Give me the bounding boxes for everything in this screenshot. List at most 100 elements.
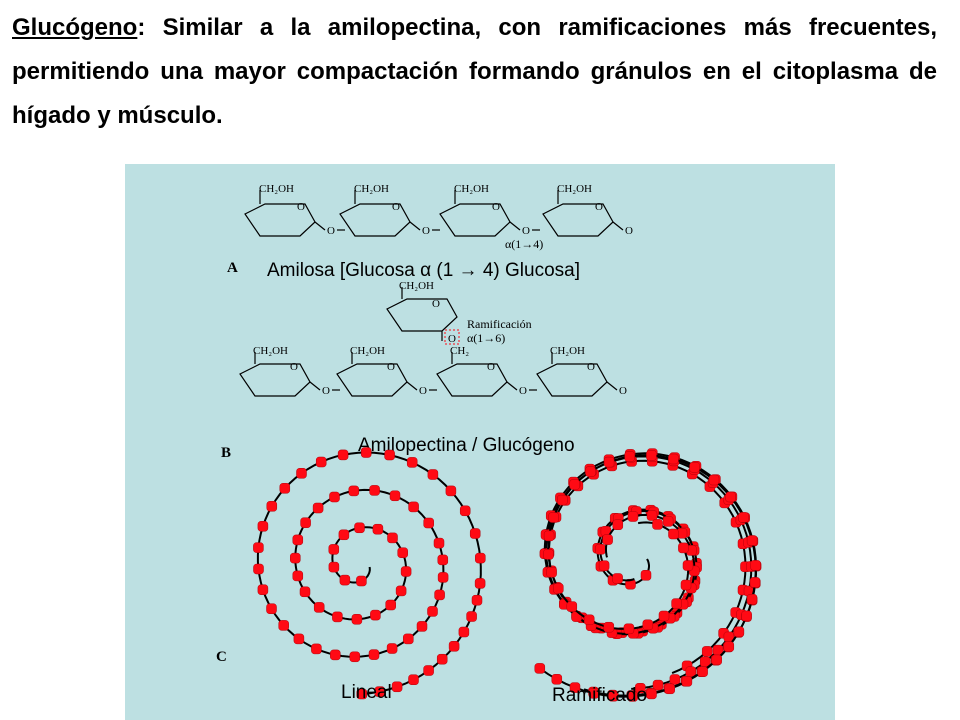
- glucose-unit: [749, 577, 761, 588]
- glucose-unit: [278, 620, 289, 631]
- glycosidic-oxygen: O: [625, 225, 633, 237]
- glucose-unit: [391, 681, 403, 693]
- glucose-unit: [253, 542, 264, 553]
- glucose-unit: [329, 491, 340, 503]
- glucose-unit: [458, 626, 470, 638]
- glucose-unit: [725, 491, 736, 503]
- ring-oxygen: O: [432, 298, 440, 310]
- glucose-unit: [312, 502, 324, 514]
- ring-oxygen: O: [387, 361, 395, 373]
- branch-highlight: [444, 329, 460, 345]
- glucose-ring: CH₂OH O O: [244, 183, 345, 237]
- glucose-unit: [354, 522, 365, 534]
- glucose-unit: [395, 585, 407, 597]
- glucose-ring: CH₂OH O O: [542, 183, 633, 237]
- panel-a-letter: A: [227, 260, 238, 276]
- glucose-unit: [349, 651, 361, 663]
- glucose-unit: [598, 560, 610, 571]
- glucose-unit: [646, 510, 658, 521]
- glucose-ring: CH₂OH O O: [536, 345, 627, 397]
- glucose-unit: [330, 649, 341, 661]
- ring-label: CH₂OH: [557, 183, 592, 195]
- glucose-unit: [434, 589, 445, 601]
- glucose-unit: [612, 573, 623, 584]
- glucose-unit: [583, 614, 595, 626]
- branch-title: Ramificación: [467, 317, 532, 331]
- glucose-unit: [437, 572, 449, 583]
- glucose-unit: [652, 679, 664, 691]
- glucose-unit: [311, 643, 322, 655]
- amylose-caption: Amilosa [Glucosa α (1 → 4) Glucosa]: [267, 260, 580, 281]
- glucose-unit: [642, 619, 654, 631]
- glucose-unit: [602, 534, 613, 545]
- ring-label: CH₂OH: [354, 183, 389, 195]
- glucose-unit: [741, 610, 752, 622]
- glucose-unit: [459, 505, 471, 517]
- glucose-unit: [640, 570, 652, 581]
- ring-oxygen: O: [392, 201, 400, 213]
- glucose-unit: [669, 674, 681, 685]
- amylopectin-caption: Amilopectina / Glucógeno: [358, 435, 575, 456]
- glucose-unit: [293, 633, 305, 645]
- glucose-unit: [603, 621, 615, 633]
- glucose-unit: [585, 466, 596, 477]
- glucose-unit: [646, 450, 657, 461]
- glucose-unit: [627, 691, 638, 702]
- heading-text: Glucógeno: Similar a la amilopectina, co…: [12, 6, 937, 138]
- alpha-1-4-bond-label: α(1→4): [505, 237, 543, 251]
- glucose-unit: [566, 601, 578, 612]
- ring-oxygen: O: [587, 361, 595, 373]
- branch-glucose-ring: CH₂OH O: [386, 280, 458, 341]
- ring-oxygen: O: [487, 361, 495, 373]
- glucose-unit: [738, 512, 749, 523]
- glucose-unit: [595, 544, 606, 555]
- glucose-unit: [708, 474, 720, 486]
- glucose-unit: [607, 690, 619, 702]
- glucose-unit: [681, 676, 693, 687]
- glucose-unit: [374, 686, 386, 697]
- panel-b-letter: B: [221, 445, 231, 461]
- ring-oxygen: O: [492, 201, 500, 213]
- glucose-unit: [668, 528, 679, 540]
- glucose-unit: [569, 682, 581, 693]
- glucose-unit: [328, 544, 340, 555]
- glucose-unit: [543, 549, 554, 560]
- glucose-ring: CH₂OH O O: [336, 345, 437, 397]
- glucose-unit: [553, 583, 564, 594]
- diagram-panel: CH₂OH O O CH₂OH O O CH₂OH O: [125, 164, 835, 720]
- glucose-unit: [646, 688, 657, 700]
- glucose-unit: [386, 643, 398, 654]
- glucose-unit: [664, 683, 675, 695]
- glucose-unit: [408, 501, 419, 513]
- glucose-unit: [339, 574, 351, 586]
- glycosidic-oxygen: O: [327, 225, 335, 237]
- glucose-unit: [397, 547, 408, 558]
- glucose-unit: [337, 449, 349, 461]
- glucose-unit: [433, 537, 445, 549]
- glucose-unit: [427, 606, 438, 617]
- glucose-unit: [356, 575, 367, 587]
- ramificado-caption: Ramificado: [552, 685, 647, 706]
- glucose-unit: [678, 542, 689, 554]
- glucose-unit: [750, 560, 761, 571]
- ring-label: CH₂OH: [454, 183, 489, 195]
- glucose-ring: CH₂OH O O: [439, 183, 540, 237]
- glucose-unit: [557, 494, 568, 506]
- heading-body: : Similar a la amilopectina, con ramific…: [12, 14, 937, 129]
- glucose-unit: [546, 566, 557, 578]
- glucose-unit: [257, 584, 269, 595]
- glucose-unit: [296, 468, 307, 479]
- glucose-unit: [292, 534, 304, 546]
- glucose-unit: [623, 623, 635, 635]
- ring-label: CH₂OH: [350, 345, 385, 357]
- glucose-unit: [351, 614, 363, 625]
- ring-label: CH₂: [450, 345, 469, 357]
- glucose-unit: [416, 621, 428, 632]
- glucose-unit: [627, 511, 639, 522]
- glucose-unit: [403, 633, 414, 645]
- glucose-unit: [635, 683, 646, 694]
- glucose-unit: [372, 523, 384, 535]
- glucose-unit: [384, 449, 395, 461]
- polysaccharide-chain: [547, 459, 747, 675]
- glucose-unit: [548, 512, 559, 523]
